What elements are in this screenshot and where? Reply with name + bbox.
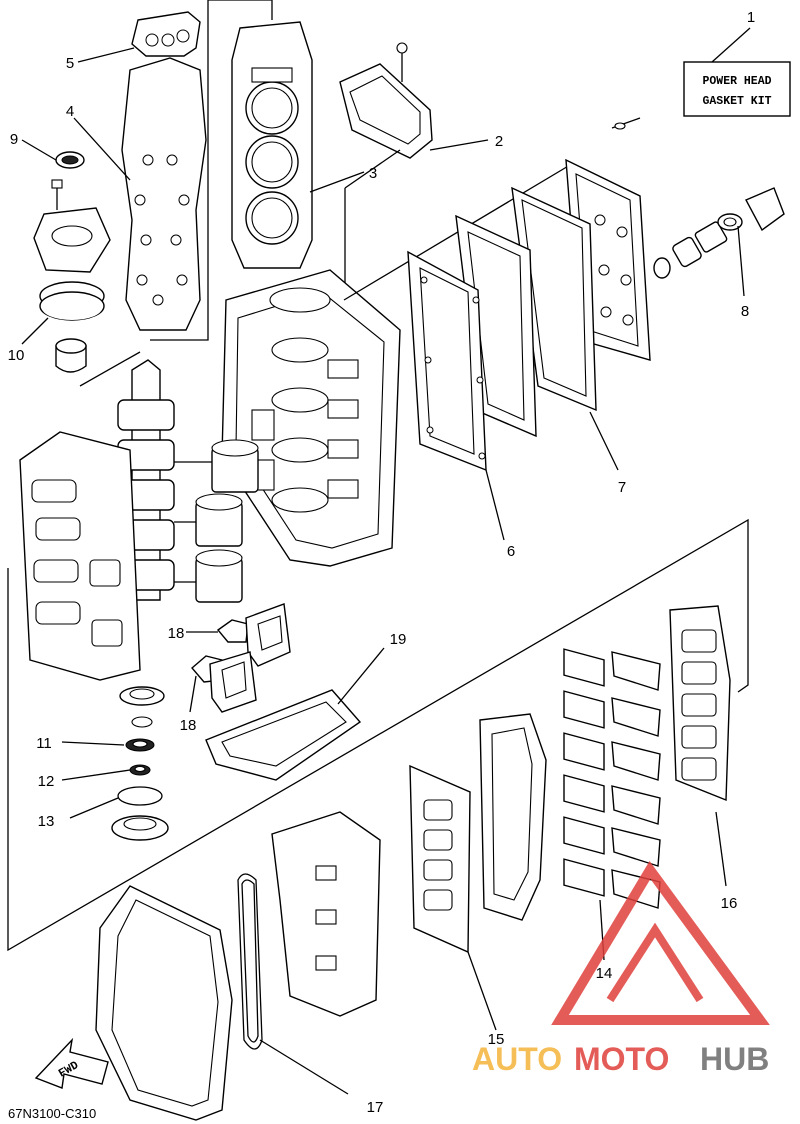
callout-17: 17	[367, 1099, 384, 1116]
callout-11: 11	[36, 735, 52, 752]
callout-18b: 18	[180, 717, 197, 734]
callout-9: 9	[10, 131, 18, 148]
part-number-labels: 1 2 3 4 5 6 7 8 9 10 11 12 13 14 15 16 1…	[8, 9, 756, 1116]
forward-direction-arrow: FWD	[34, 1037, 109, 1089]
callout-7: 7	[618, 479, 626, 496]
cylinder-head-gasket	[231, 21, 313, 269]
lower-seals	[61, 686, 169, 841]
callout-12: 12	[38, 773, 55, 790]
callout-3: 3	[369, 165, 377, 182]
exhaust-covers	[407, 158, 651, 541]
diagram-code: 67N3100-C310	[8, 1106, 96, 1121]
assembly-guide-lines	[7, 164, 749, 952]
callout-2: 2	[495, 133, 503, 150]
intake-manifold	[271, 713, 547, 1031]
upper-bearing-housing	[33, 151, 141, 387]
callout-19: 19	[390, 631, 407, 648]
watermark-hub: HUB	[700, 1041, 769, 1077]
watermark-moto: MOTO	[574, 1041, 669, 1077]
reed-valves	[563, 605, 731, 961]
callout-16: 16	[721, 895, 738, 912]
bypass-covers	[186, 603, 385, 781]
automotohub-watermark: AUTO MOTO HUB	[472, 860, 770, 1077]
callout-14: 14	[596, 965, 613, 982]
crankcase	[19, 431, 141, 681]
callout-10: 10	[8, 347, 25, 364]
callout-leaders	[21, 47, 489, 345]
silencer-assembly	[95, 873, 349, 1121]
callout-6: 6	[507, 543, 515, 560]
callout-4: 4	[66, 103, 74, 120]
callout-15: 15	[488, 1031, 505, 1048]
callout-18a: 18	[168, 625, 185, 642]
kit-title-line1: POWER HEAD	[702, 75, 771, 88]
cylinder-block	[221, 269, 401, 567]
exhaust-cover-gaskets	[121, 0, 273, 341]
power-head-gasket-kit-box: POWER HEAD GASKET KIT	[683, 27, 791, 117]
head-cover-gasket	[339, 42, 433, 288]
watermark-auto: AUTO	[472, 1041, 562, 1077]
kit-title-line2: GASKET KIT	[702, 95, 771, 108]
callout-13: 13	[38, 813, 55, 830]
callout-1: 1	[747, 9, 755, 26]
callout-8: 8	[741, 303, 749, 320]
thermostat-assembly	[611, 117, 785, 297]
callout-5: 5	[66, 55, 74, 72]
